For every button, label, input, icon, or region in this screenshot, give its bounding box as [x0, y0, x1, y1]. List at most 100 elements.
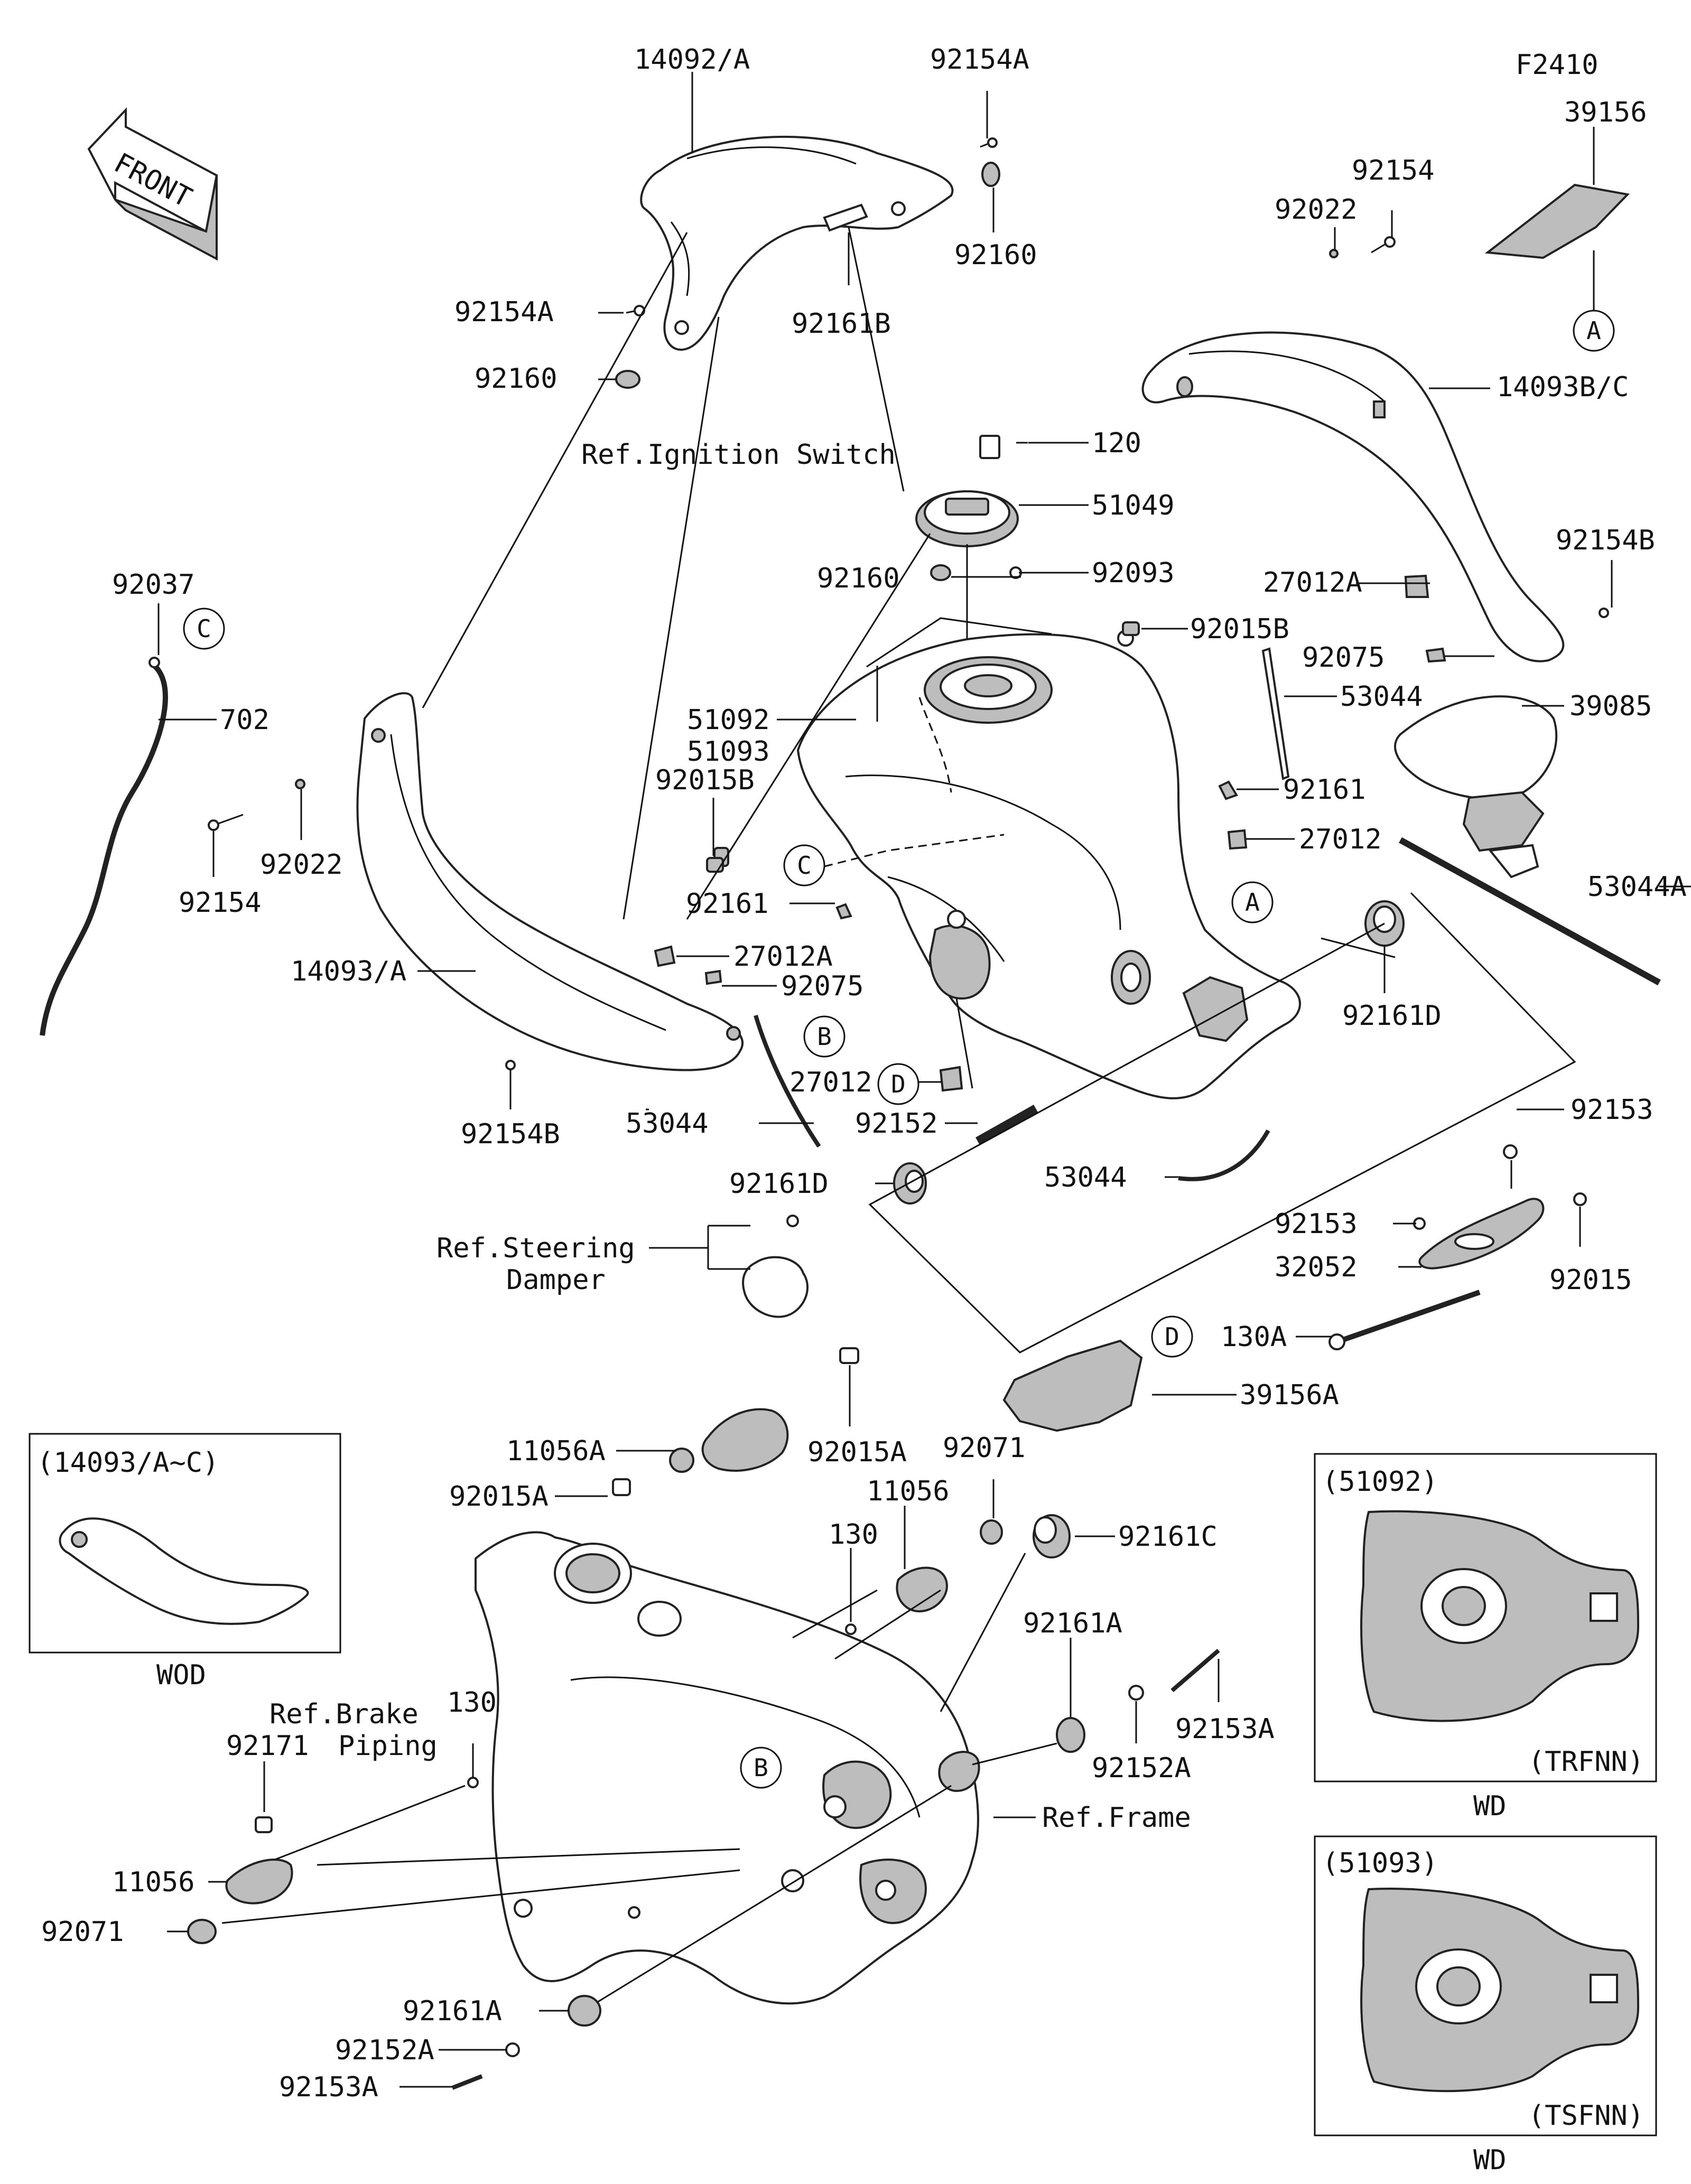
fuel-cap-51049 [915, 435, 1028, 579]
label-53044-left: 53044 [626, 1108, 709, 1140]
washer-92022-left [295, 779, 305, 789]
label-130A: 130A [1221, 1321, 1287, 1353]
bolt-92153A-bottom [451, 2074, 483, 2090]
left-cover-14093A [356, 692, 744, 1071]
washer-92071-top [980, 1519, 1003, 1545]
label-92153A-bottom: 92153A [279, 2071, 378, 2103]
pad-27012-mid [939, 1066, 963, 1092]
inset-wod-title: (14093/A~C) [37, 1447, 219, 1479]
seal-53044-mid [1178, 1130, 1270, 1181]
label-92015: 92015 [1549, 1264, 1632, 1296]
ref-brake-2: Piping [338, 1730, 438, 1762]
sticker-39156 [1484, 183, 1630, 259]
screw-92171 [255, 1816, 273, 1833]
inset-51093-title: (51093) [1322, 1847, 1438, 1879]
label-92154A-left: 92154A [454, 296, 554, 328]
bracket-32052 [1418, 1198, 1545, 1270]
label-92093: 92093 [1092, 557, 1175, 589]
front-direction-arrow: FRONT [87, 107, 218, 261]
callout-B-frame: B [740, 1747, 782, 1789]
bolt-92154-left [208, 814, 244, 831]
collar-92152A-right [1128, 1685, 1144, 1701]
label-702: 702 [220, 704, 270, 736]
frame-assembly [475, 1531, 980, 2005]
bracket-11056-top [845, 1566, 948, 1635]
ref-steering-1: Ref.Steering [436, 1233, 635, 1264]
seal-53044A [1399, 837, 1661, 986]
callout-C-hose: C [183, 608, 225, 650]
label-92037: 92037 [112, 569, 195, 601]
label-11056-top: 11056 [867, 1476, 950, 1507]
label-92022-right: 92022 [1275, 194, 1358, 226]
callout-D-tank: D [877, 1063, 919, 1105]
inset-wod: (14093/A~C) WOD [29, 1433, 341, 1691]
rubber-92161A-bottom [568, 1995, 601, 2027]
label-92154-right: 92154 [1352, 155, 1435, 186]
bracket-11056-left [225, 1859, 293, 1905]
label-51092: 51092 [687, 704, 770, 736]
rubber-92161C [1033, 1514, 1071, 1558]
upper-cover-14092A [640, 135, 954, 351]
label-92161B: 92161B [792, 308, 891, 340]
label-92161D-right: 92161D [1342, 1000, 1442, 1032]
label-92153-mid: 92153 [1275, 1208, 1358, 1240]
label-92152A-bottom: 92152A [335, 2034, 434, 2066]
callout-A-sticker: A [1573, 250, 1615, 352]
diagram-code: F2410 [1516, 49, 1599, 81]
label-32052: 32052 [1275, 1252, 1358, 1283]
label-92161C: 92161C [1118, 1521, 1218, 1553]
label-27012A-left: 27012A [733, 941, 833, 973]
label-53044A: 53044A [1587, 871, 1687, 903]
inset-wod-caption: WOD [156, 1659, 206, 1691]
cover-39085 [1394, 695, 1558, 879]
label-92160-left: 92160 [475, 363, 558, 395]
part-labels: 14092/A 92154A 92160 92161B 92154A 92160… [41, 44, 1687, 2103]
ref-brake-1: Ref.Brake [270, 1698, 419, 1730]
bolt-92154A-top [980, 137, 998, 148]
label-92071-top: 92071 [943, 1432, 1026, 1464]
collar-92015A-left [612, 1478, 631, 1496]
grommet-92160-left [615, 370, 640, 389]
svg-text:A: A [1245, 888, 1260, 917]
label-92015A-right: 92015A [807, 1436, 907, 1468]
callout-A-tank: A [1231, 881, 1274, 923]
inset-51093-caption: WD [1473, 2144, 1507, 2176]
svg-text:A: A [1586, 316, 1601, 345]
label-92075-right: 92075 [1302, 642, 1385, 674]
label-130-top: 130 [829, 1519, 878, 1551]
inset-51092-caption: WD [1473, 1790, 1507, 1822]
svg-text:C: C [797, 851, 812, 880]
svg-text:C: C [197, 614, 211, 643]
bolt-92154B-right [1599, 608, 1609, 618]
washer-92022-right [1329, 249, 1339, 258]
label-92153-top: 92153 [1571, 1094, 1653, 1126]
label-11056-left: 11056 [112, 1866, 195, 1898]
svg-text:D: D [1165, 1322, 1179, 1351]
label-92161-right: 92161 [1283, 774, 1366, 806]
bolt-92153A-right [1170, 1648, 1220, 1693]
pad-27012A-right [1404, 574, 1429, 598]
bolt-130-left [467, 1777, 479, 1788]
label-14092A: 14092/A [634, 44, 750, 76]
callout-D-sticker: D [1151, 1315, 1193, 1358]
label-92015A-left: 92015A [449, 1481, 549, 1513]
inset-51092-model: (TRFNN) [1528, 1746, 1644, 1778]
rod-92152 [975, 1105, 1038, 1145]
svg-text:B: B [817, 1022, 832, 1051]
label-53044-mid: 53044 [1044, 1162, 1127, 1193]
pad-92161-right [1218, 780, 1238, 800]
seal-53044-right [1261, 647, 1290, 780]
label-51093: 51093 [687, 736, 770, 768]
label-92154B-right: 92154B [1556, 525, 1655, 556]
grommet-92160-mid [930, 564, 951, 581]
rubber-92161A-right [1056, 1717, 1085, 1753]
label-92161A-bottom: 92161A [403, 1995, 502, 2027]
label-11056A: 11056A [506, 1435, 606, 1467]
ref-frame: Ref.Frame [1042, 1802, 1191, 1834]
inset-tank-51093: (51093) (TSFNN) WD [1314, 1835, 1657, 2176]
callout-C-tank: C [783, 844, 825, 886]
bolt-92154-right [1371, 236, 1396, 254]
leader-lines [157, 72, 1691, 2088]
callout-B-tank: B [803, 1015, 846, 1058]
